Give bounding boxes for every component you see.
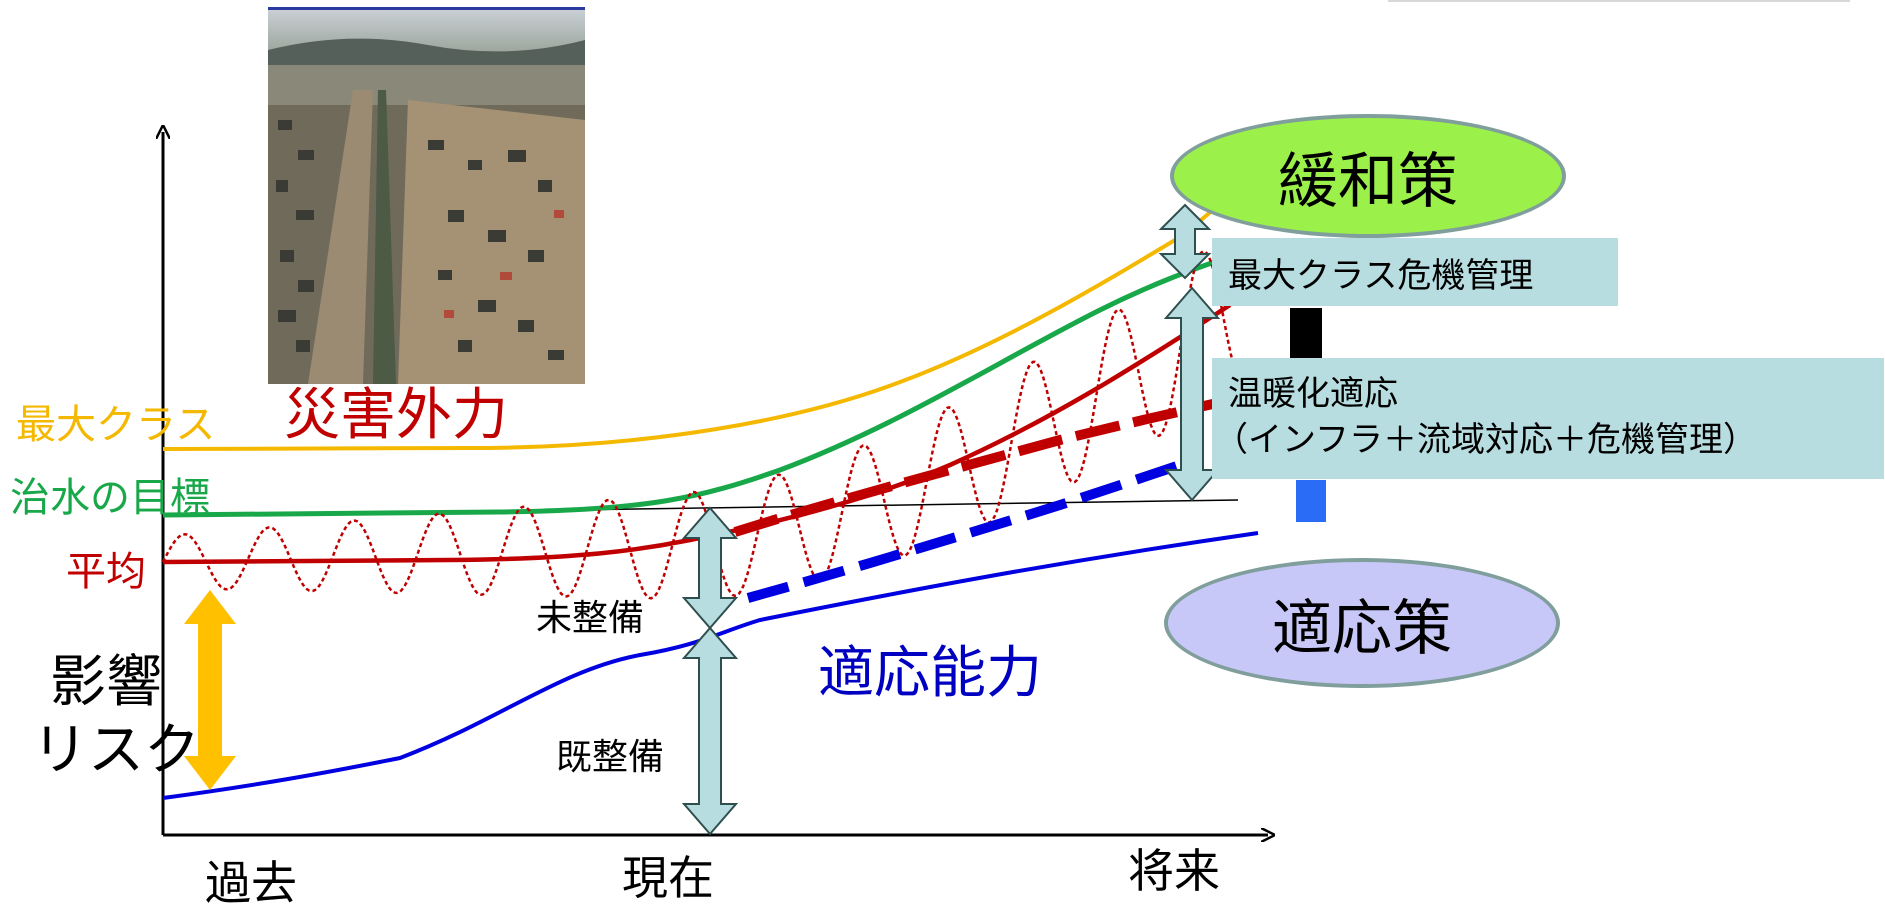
crisis-management-text: 最大クラス危機管理 — [1228, 255, 1534, 296]
mitigation-connector-bar — [1290, 308, 1322, 358]
flood-target-label: 治水の目標 — [10, 475, 210, 521]
present-developed-arrow — [681, 626, 739, 836]
impact-risk-arrow — [184, 590, 236, 790]
arr3-shape — [1158, 203, 1212, 280]
arr2-shape — [681, 626, 739, 836]
flood-photo-illustration — [268, 10, 585, 384]
hazard-oscillation — [161, 250, 1241, 600]
average-label: 平均 — [66, 549, 146, 595]
adaptive-capacity-curve — [162, 531, 1259, 800]
future-warming-arrow — [1163, 286, 1221, 502]
warming-adaptation-detail: （インフラ＋流域対応＋危機管理） — [1214, 419, 1757, 460]
adaptation-connector-bar — [1296, 480, 1326, 522]
undeveloped-label: 未整備 — [536, 598, 645, 639]
present-undeveloped-arrow — [681, 506, 739, 630]
adaptive-future-dashed — [746, 453, 1202, 603]
arr1-shape — [681, 506, 739, 630]
adaptive-capacity-label: 適応能力 — [818, 641, 1042, 706]
future-crisis-arrow — [1158, 203, 1212, 280]
adaptation-ellipse: 適応策 — [1164, 558, 1560, 688]
developed-label: 既整備 — [556, 737, 665, 778]
top-right-rule — [1388, 0, 1850, 2]
warming-adaptation-title: 温暖化適応 — [1228, 374, 1398, 414]
impact-arrow-shape — [184, 590, 236, 790]
adaptation-label: 適応策 — [1272, 593, 1452, 664]
flood-aerial-photo — [268, 7, 585, 384]
x-tick-future: 将来 — [1128, 844, 1220, 898]
warming-adaptation-box: 温暖化適応 （インフラ＋流域対応＋危機管理） — [1212, 358, 1884, 479]
impact-label: 影響 — [50, 650, 162, 715]
x-tick-present: 現在 — [622, 851, 714, 905]
crisis-management-box: 最大クラス危機管理 — [1212, 238, 1618, 306]
mitigation-label: 緩和策 — [1278, 146, 1458, 217]
average-future-dashed — [733, 395, 1232, 537]
mitigation-ellipse: 緩和策 — [1170, 114, 1566, 238]
flood-target-curve — [162, 252, 1236, 518]
hazard-title: 災害外力 — [284, 383, 508, 448]
arr4-shape — [1163, 286, 1221, 502]
average-curve — [162, 303, 1232, 565]
x-tick-past: 過去 — [205, 856, 297, 910]
risk-label: リスク — [32, 718, 200, 783]
max-class-label: 最大クラス — [16, 402, 216, 448]
